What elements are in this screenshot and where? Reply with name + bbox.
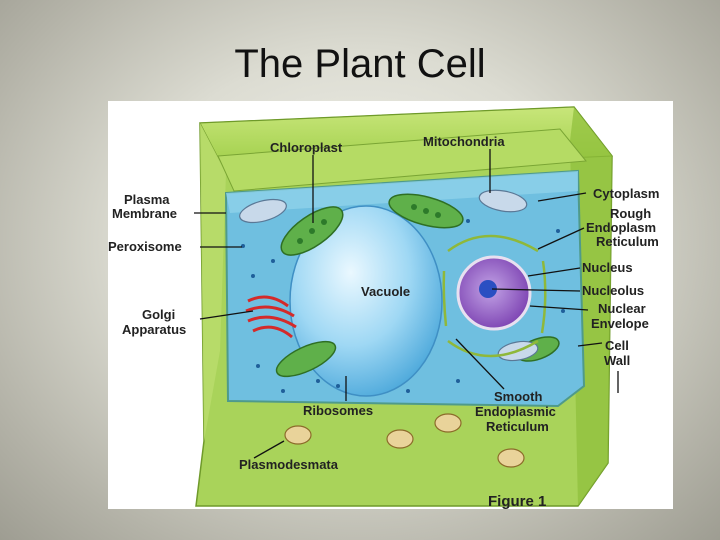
label-plasmodesmata: Plasmodesmata [239,457,339,472]
slide-title: The Plant Cell [0,42,720,87]
label-cell-wall-2: Wall [604,353,630,368]
label-smooth-er-2: Endoplasmic [475,404,556,419]
label-nucleus: Nucleus [582,260,633,275]
label-chloroplast: Chloroplast [270,140,343,155]
label-nuclear-envelope-1: Nuclear [598,301,646,316]
label-nuclear-envelope-2: Envelope [591,316,649,331]
label-mitochondria: Mitochondria [423,134,505,149]
figure-caption: Figure 1 [488,493,546,509]
label-vacuole: Vacuole [361,284,410,299]
label-golgi-2: Apparatus [122,322,186,337]
label-smooth-er-3: Reticulum [486,419,549,434]
label-ribosomes: Ribosomes [303,403,373,418]
label-nucleolus: Nucleolus [582,283,644,298]
label-golgi-1: Golgi [142,307,175,322]
plant-cell-diagram: Chloroplast Mitochondria Plasma Membrane… [108,101,673,509]
label-cell-wall-1: Cell [605,338,629,353]
label-rough-er-2: Endoplasm [586,220,656,235]
label-rough-er-1: Rough [610,206,651,221]
label-smooth-er-1: Smooth [494,389,542,404]
label-cytoplasm: Cytoplasm [593,186,659,201]
label-plasma-membrane-1: Plasma [124,192,170,207]
label-peroxisome: Peroxisome [108,239,182,254]
label-rough-er-3: Reticulum [596,234,659,249]
plant-cell-figure: Chloroplast Mitochondria Plasma Membrane… [108,101,673,509]
label-plasma-membrane-2: Membrane [112,206,177,221]
